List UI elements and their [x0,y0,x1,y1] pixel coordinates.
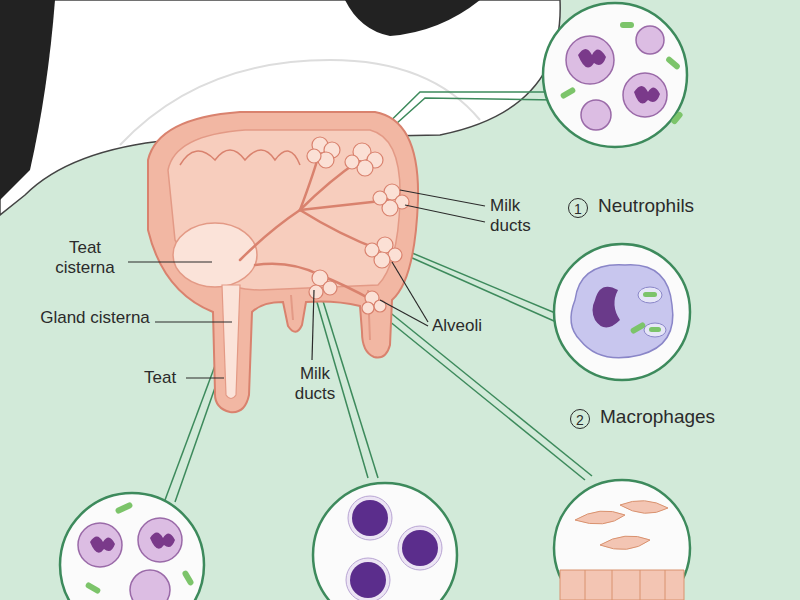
alveoli-cluster [362,291,386,314]
callout-number: 1 [568,198,588,218]
udder-inner [168,130,400,290]
cow-patch [0,0,55,200]
part-label: Alveoli [432,316,482,336]
gland-folds [180,150,300,165]
teat-cisterna [222,285,240,399]
part-label: Milk ducts [490,196,560,236]
milk-duct [300,150,320,210]
macrophage-callout [554,244,690,380]
leader-line [128,261,212,262]
part-label: Teat [144,368,176,388]
part-label: Teat cisterna [45,238,125,278]
part-label: Milk ducts [290,364,340,404]
alveoli-cluster [307,137,340,168]
leader-line [380,300,428,326]
alveoli-cluster [373,184,409,216]
cow-patch [345,0,480,36]
leader-line [405,205,485,222]
milk-duct [255,264,320,275]
leader-line [378,312,585,480]
leader-line [392,262,428,322]
milk-duct [240,210,300,260]
alveoli-cluster [365,237,402,268]
part-label: Gland cisterna [40,308,150,328]
teat-neutrophil-callout [60,493,204,600]
leader-line [312,290,314,360]
callout-number: 2 [570,409,590,429]
epithelial-callout [554,480,690,600]
leader-line [400,190,485,206]
leader-line [186,377,224,378]
alveoli-cluster [345,143,383,176]
cell-label: Neutrophils [598,196,694,216]
leader-line [410,257,563,325]
teat-canal [291,290,370,340]
cell-label: Macrophages [600,407,715,427]
alveoli-cluster [309,270,337,299]
leader-line [155,321,232,322]
leader-line [405,250,560,315]
neutrophil-callout [543,3,687,147]
lymphocyte-callout [313,483,457,600]
